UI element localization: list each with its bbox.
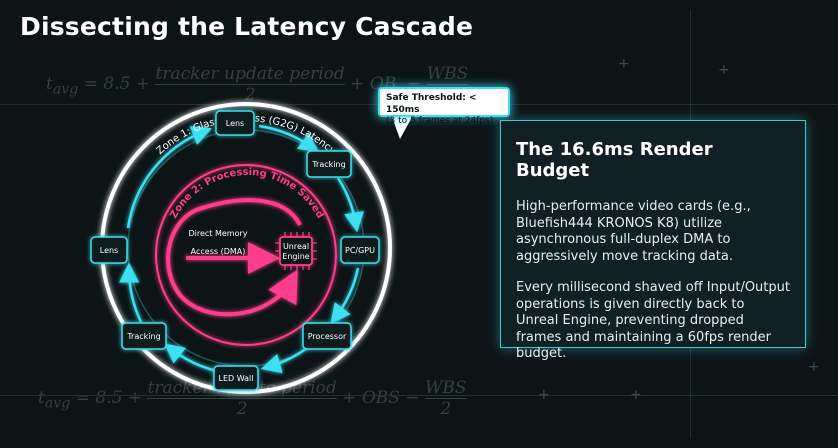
callout-tail bbox=[392, 117, 412, 139]
zone2-ring bbox=[155, 164, 337, 346]
render-budget-panel: The 16.6ms Render Budget High-performanc… bbox=[500, 120, 806, 361]
flow-arrow bbox=[126, 126, 212, 229]
page-title: Dissecting the Latency Cascade bbox=[20, 12, 474, 41]
hud-crosshair: + bbox=[630, 387, 642, 403]
panel-paragraph-1: High-performance video cards (e.g., Blue… bbox=[516, 199, 751, 264]
safe-threshold-callout: Safe Threshold: < 150ms (3 to 5 frames a… bbox=[378, 87, 510, 126]
svg-text:PC/GPU: PC/GPU bbox=[345, 246, 375, 255]
svg-text:Processor: Processor bbox=[308, 332, 347, 341]
node-tracking-right: Tracking bbox=[306, 150, 352, 178]
hud-crosshair: + bbox=[718, 62, 730, 78]
node-lens-left: Lens bbox=[90, 236, 128, 264]
callout-title: Safe Threshold: < 150ms bbox=[386, 93, 477, 115]
flow-arrow bbox=[164, 343, 222, 374]
node-tracking-left: Tracking bbox=[121, 322, 167, 350]
flow-arrow bbox=[119, 262, 143, 323]
svg-text:Lens: Lens bbox=[226, 119, 244, 128]
svg-text:Tracking: Tracking bbox=[126, 332, 160, 341]
svg-text:Lens: Lens bbox=[100, 246, 118, 255]
hud-line-bottom bbox=[0, 395, 838, 396]
flow-arrow bbox=[330, 267, 360, 324]
flow-arrow bbox=[260, 346, 308, 374]
flow-arrow bbox=[258, 124, 320, 153]
node-processor: Processor bbox=[302, 322, 352, 350]
dma-bypass-arrow bbox=[166, 198, 302, 317]
panel-paragraph-2: Every millisecond shaved off Input/Outpu… bbox=[516, 280, 790, 361]
dma-label-line2: Access (DMA) bbox=[191, 247, 246, 256]
dma-label-line1: Direct Memory bbox=[188, 229, 247, 238]
hud-crosshair: + bbox=[538, 387, 550, 403]
callout-subtitle: (3 to 5 frames at 24fps) bbox=[386, 116, 494, 126]
chip-label-line2: Engine bbox=[282, 252, 309, 261]
node-led-wall: LED Wall bbox=[213, 365, 259, 391]
flow-arrow bbox=[336, 177, 364, 233]
chip-label-line1: Unreal bbox=[283, 242, 309, 251]
svg-text:LED Wall: LED Wall bbox=[219, 374, 254, 383]
hud-crosshair: + bbox=[618, 56, 630, 72]
svg-text:Tracking: Tracking bbox=[311, 160, 345, 169]
node-lens-top: Lens bbox=[215, 110, 255, 136]
panel-heading: The 16.6ms Render Budget bbox=[516, 139, 713, 181]
hud-crosshair: + bbox=[808, 359, 820, 375]
node-pc-gpu: PC/GPU bbox=[340, 236, 380, 264]
unreal-engine-chip: Unreal Engine bbox=[275, 232, 317, 270]
